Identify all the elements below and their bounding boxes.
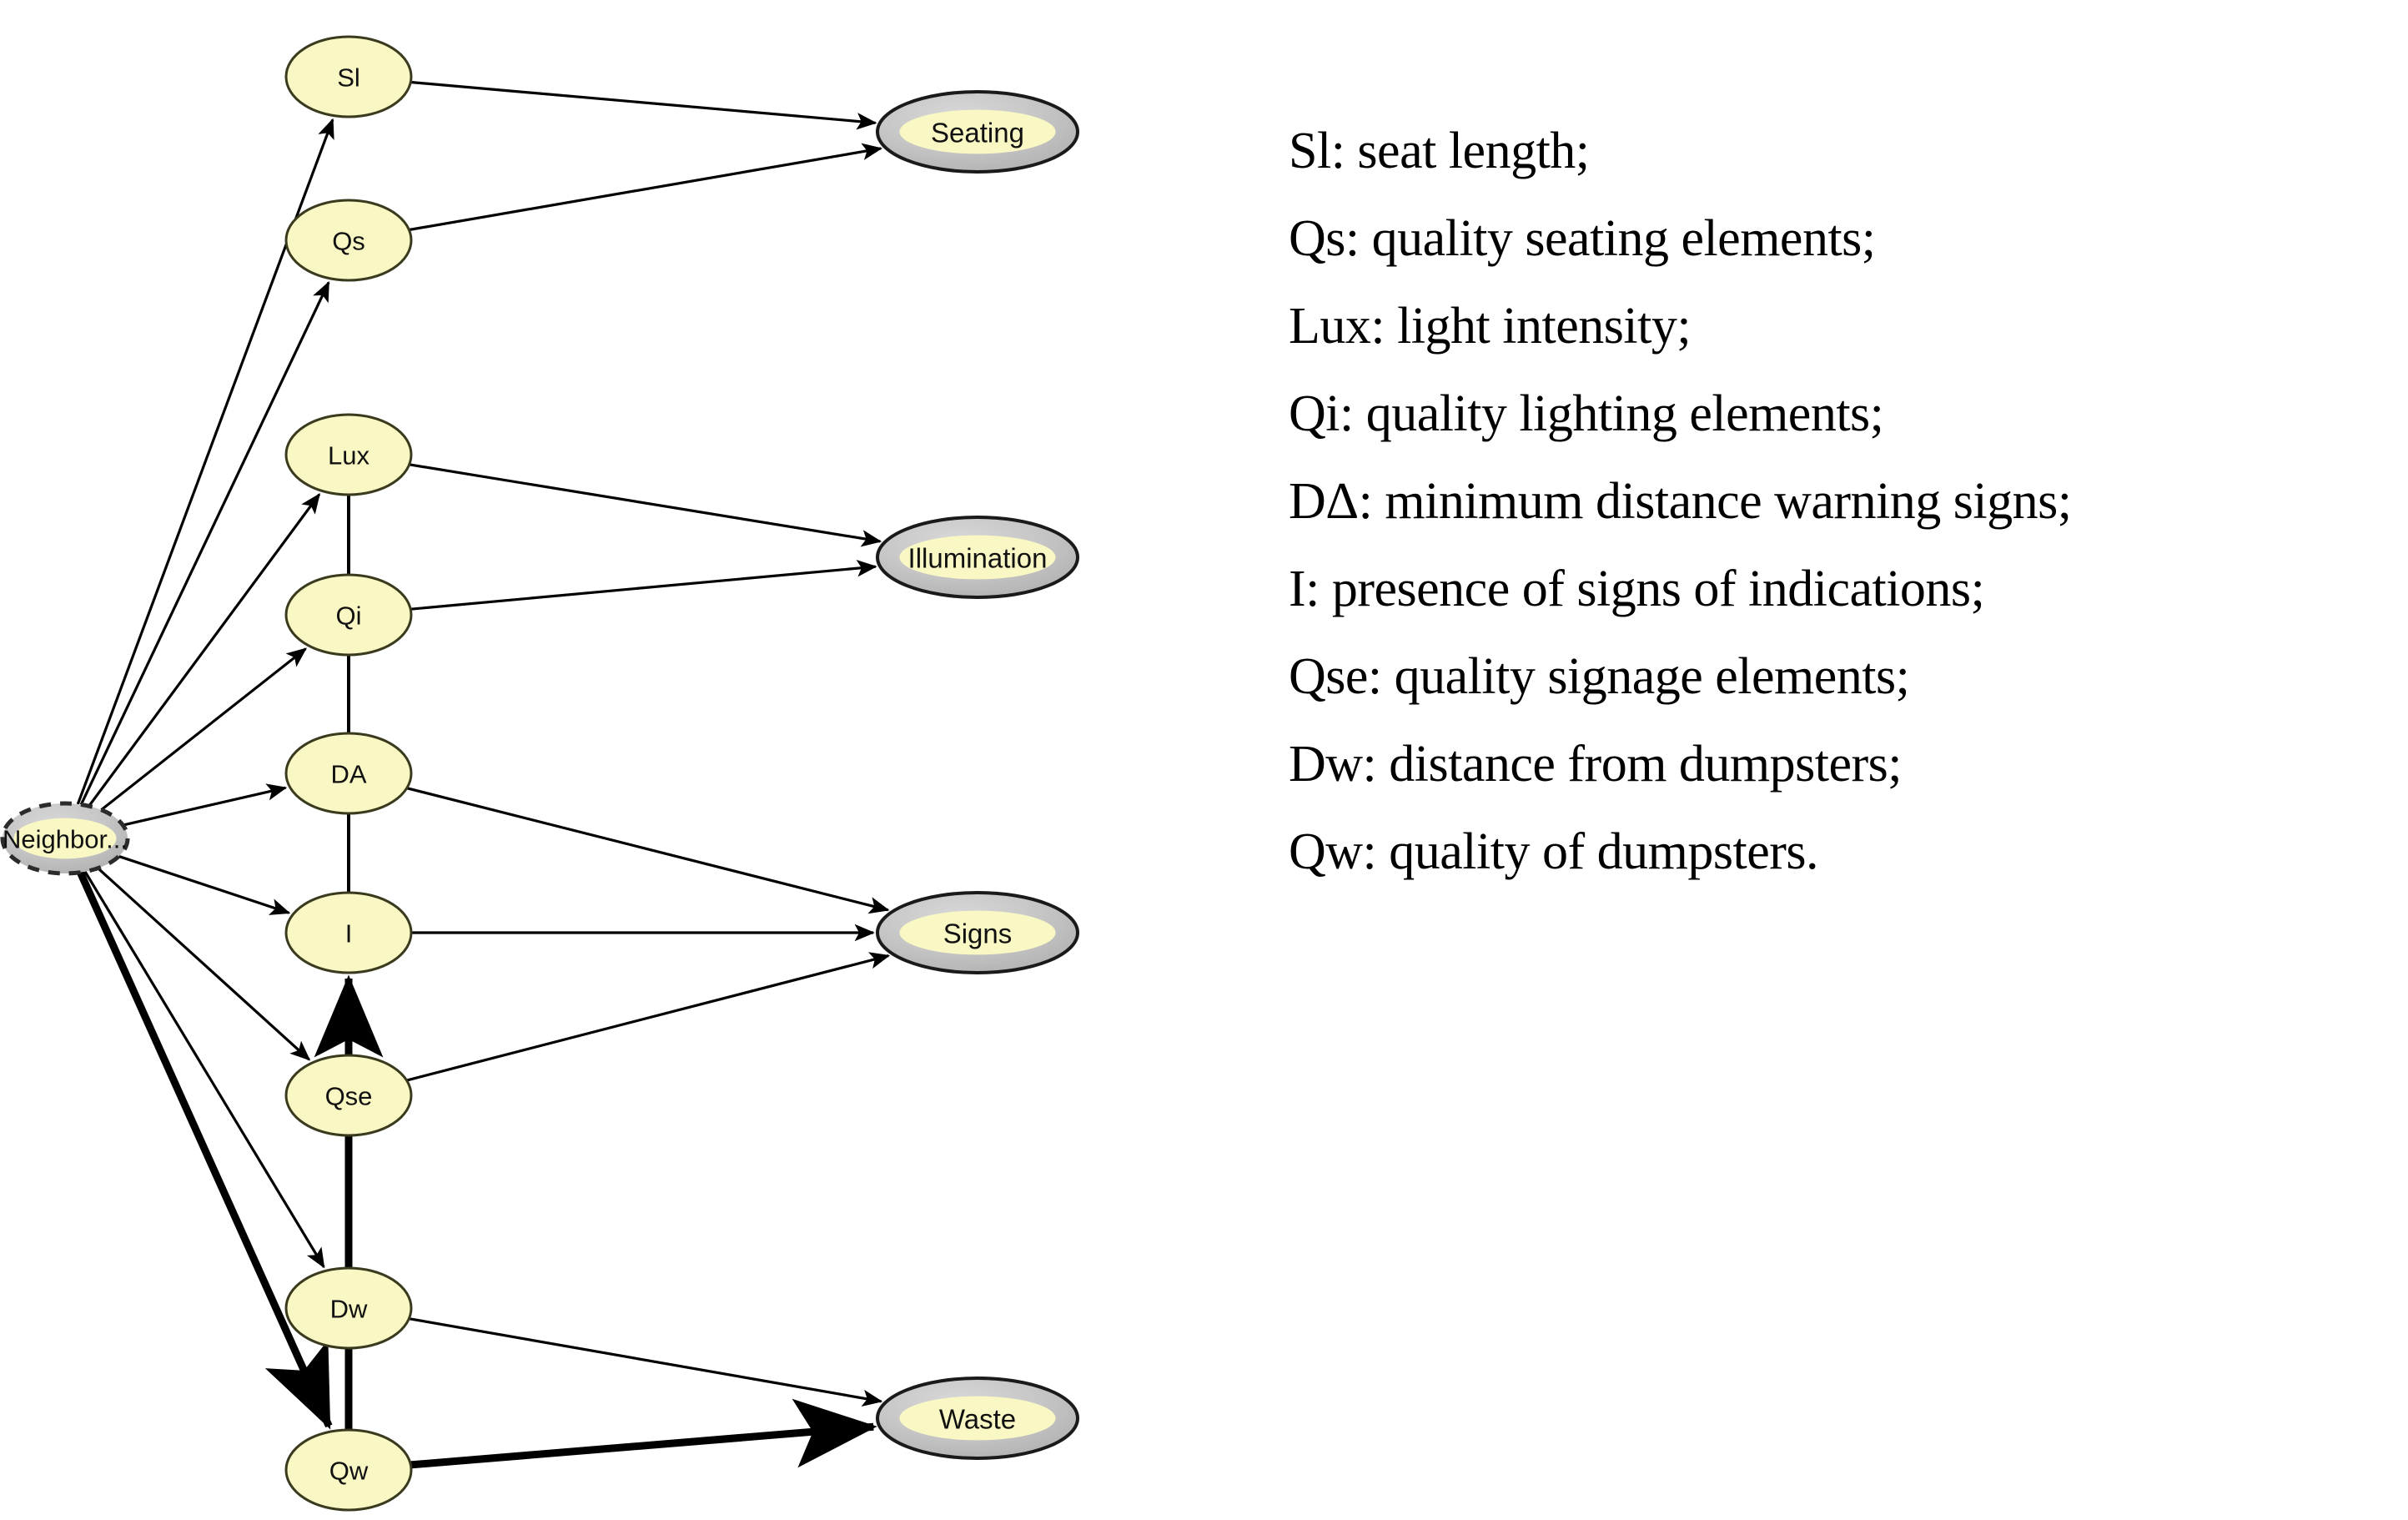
outcome-label: Illumination	[908, 543, 1048, 574]
node-ellipse	[284, 573, 413, 657]
outcome-inner-ellipse	[899, 1396, 1056, 1441]
node-ellipse	[284, 35, 413, 118]
node-label: Sl	[337, 63, 360, 93]
edge-root-to-dw	[83, 870, 325, 1269]
outcome-label: Waste	[939, 1404, 1016, 1435]
edge-qs-to-seating	[409, 143, 883, 232]
indicator-node-qi[interactable]: Qi	[284, 573, 413, 657]
node-label: DA	[330, 760, 366, 789]
edge-dw-to-waste	[409, 1317, 883, 1407]
legend-item-1: Qs: quality seating elements;	[1289, 210, 1876, 267]
node-label: Qse	[325, 1082, 373, 1111]
legend-item-0: Sl: seat length;	[1289, 123, 1590, 179]
node-label: Lux	[328, 441, 369, 471]
outcome-node-waste[interactable]: Waste	[876, 1377, 1079, 1460]
node-label: Qs	[332, 227, 365, 256]
root-node-neighborhood[interactable]: Neighbor...	[0, 801, 130, 876]
legend-panel: Sl: seat length; Qs: quality seating elem…	[1289, 125, 2390, 914]
edge-qw-to-waste	[410, 1398, 877, 1469]
edge-lux-to-illumination	[409, 463, 882, 547]
node-label: Dw	[330, 1295, 368, 1324]
legend-item-6: Qse: quality signage elements;	[1289, 648, 1910, 705]
outcome-inner-ellipse	[899, 109, 1056, 154]
edge-layer	[76, 80, 891, 1469]
indicator-node-qs[interactable]: Qs	[284, 199, 413, 282]
indicator-node-sl[interactable]: Sl	[284, 35, 413, 118]
edge-qi-to-illumination	[410, 560, 877, 611]
outcome-node-signs[interactable]: Signs	[876, 891, 1079, 974]
outcome-node-seating[interactable]: Seating	[876, 90, 1079, 174]
legend-item-7: Dw: distance from dumpsters;	[1289, 736, 1903, 793]
edge-da-to-signs	[406, 787, 890, 914]
outcome-node-illumination[interactable]: Illumination	[876, 516, 1079, 599]
root-inner-ellipse	[13, 818, 117, 859]
edge-root-to-qs	[79, 280, 330, 806]
indicator-node-da[interactable]: DA	[284, 732, 413, 815]
edge-root-to-qi	[100, 647, 308, 812]
legend-item-3: Qi: quality lighting elements;	[1289, 385, 1884, 442]
edge-root-to-lux	[88, 493, 321, 808]
outcome-label: Signs	[943, 919, 1013, 949]
legend-item-8: Qw: quality of dumpsters.	[1289, 823, 1819, 880]
legend-item-2: Lux: light intensity;	[1289, 298, 1692, 355]
indicator-node-i[interactable]: I	[284, 891, 413, 974]
node-ellipse	[284, 1054, 413, 1137]
edge-root-to-da	[123, 783, 288, 827]
legend-item-5: I: presence of signs of indications;	[1289, 561, 1985, 617]
outcome-label: Seating	[931, 118, 1024, 148]
edge-sl-to-seating	[410, 80, 877, 130]
node-label: Qi	[336, 601, 362, 631]
outcome-inner-ellipse	[899, 535, 1056, 580]
node-ellipse	[284, 891, 413, 974]
edge-root-to-qse	[97, 867, 311, 1061]
edge-root-to-qw	[77, 870, 333, 1430]
node-ellipse	[284, 199, 413, 282]
legend-item-4: DΔ: minimum distance warning signs;	[1289, 473, 2072, 530]
node-label: I	[345, 919, 353, 949]
indicator-node-qse[interactable]: Qse	[284, 1054, 413, 1137]
edge-qse-to-signs	[406, 952, 891, 1082]
outcome-inner-ellipse	[899, 910, 1056, 955]
node-ellipse	[284, 732, 413, 815]
node-ellipse	[284, 1266, 413, 1350]
node-label: Qw	[329, 1457, 369, 1486]
root-label: Neighbor...	[3, 825, 128, 854]
indicator-node-lux[interactable]: Lux	[284, 413, 413, 496]
node-ellipse	[284, 1428, 413, 1512]
edge-root-to-i	[118, 854, 291, 915]
node-ellipse	[284, 413, 413, 496]
indicator-node-dw[interactable]: Dw	[284, 1266, 413, 1350]
indicator-node-qw[interactable]: Qw	[284, 1428, 413, 1512]
